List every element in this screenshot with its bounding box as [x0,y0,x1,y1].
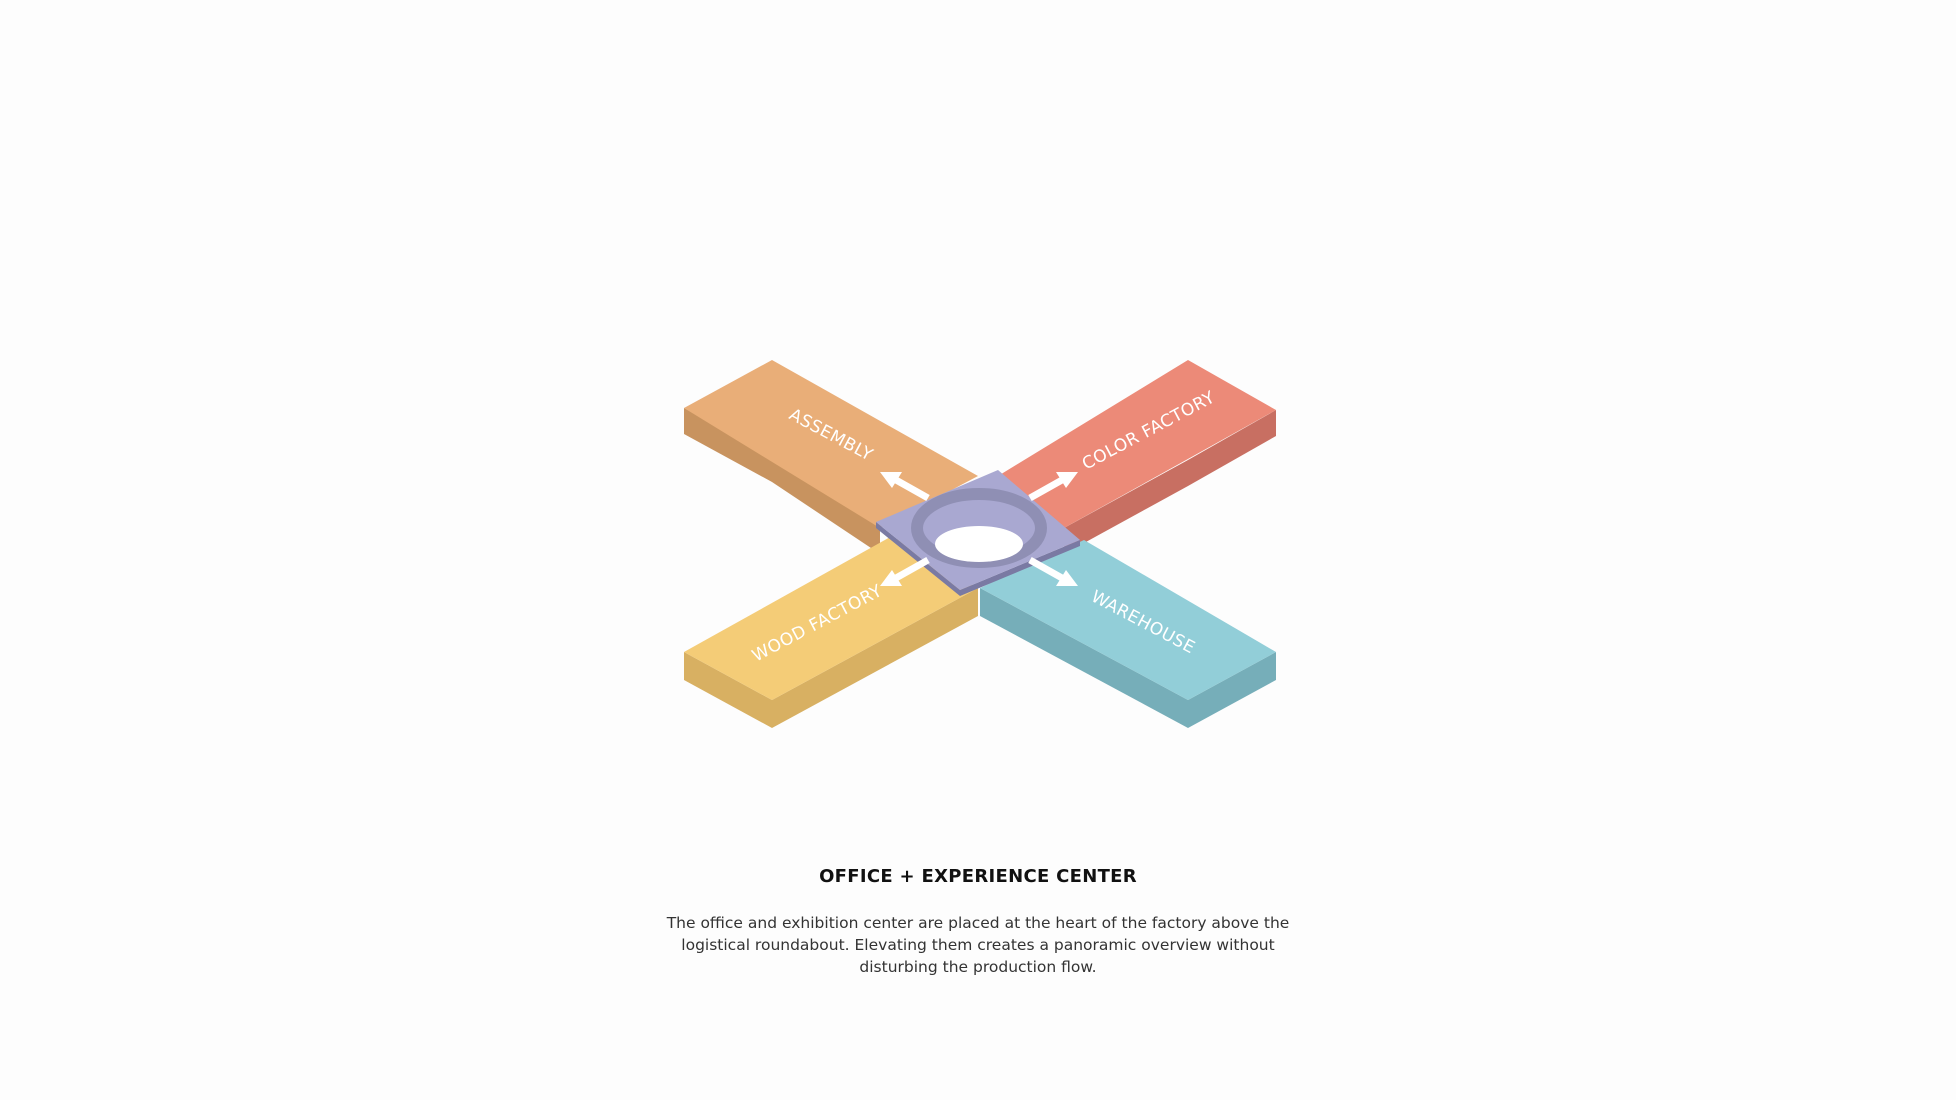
caption-body: The office and exhibition center are pla… [666,914,1290,976]
arrow-to-warehouse [1028,556,1078,586]
color-factory-wing-side-right [1188,410,1276,486]
warehouse-wing-side-right [1188,652,1276,728]
flow-arrows [880,472,1078,586]
roundabout-opening [935,526,1023,562]
warehouse-wing [980,540,1276,728]
wood-factory-wing-side-left [684,652,772,728]
assembly-wing-side-front [772,456,880,554]
assembly-wing-side-left [684,408,772,482]
warehouse-wing-side-left [980,588,1188,728]
caption-title: OFFICE + EXPERIENCE CENTER [819,866,1137,887]
arrow-to-assembly [880,472,930,502]
color-factory-wing-side-front [1064,460,1188,554]
arrow-to-wood-factory [880,556,930,586]
wood-factory-wing-side-right [772,588,978,728]
hub-side [876,522,1080,596]
warehouse-wing-top [980,540,1276,700]
arrow-to-color-factory [1028,472,1078,502]
